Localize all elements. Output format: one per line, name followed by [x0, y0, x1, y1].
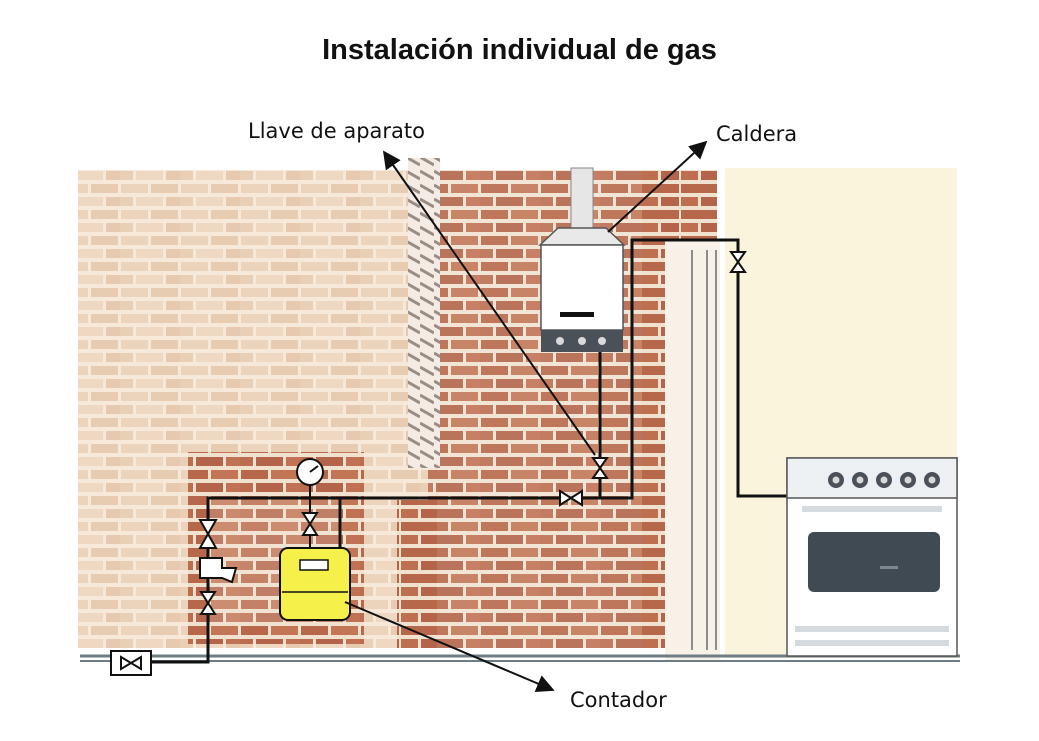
- valve-icon: [591, 457, 609, 479]
- brick-pillar: [397, 500, 437, 648]
- leader-line-contador: [344, 601, 555, 692]
- pressure-regulator-icon: [199, 557, 238, 584]
- gas-meter-icon: [279, 547, 351, 621]
- stove-icon: [786, 457, 958, 657]
- valve-icon: [301, 512, 319, 536]
- valve-icon: [120, 655, 142, 671]
- gas-pipe: [110, 238, 790, 664]
- diagram-title: Instalación individual de gas: [322, 34, 717, 66]
- label-llave-de-aparato: Llave de aparato: [248, 119, 426, 143]
- valve-icon: [559, 489, 583, 507]
- leader-line-llave: [382, 150, 596, 456]
- valve-icon: [729, 251, 747, 273]
- valve-icon: [198, 519, 218, 549]
- label-caldera: Caldera: [716, 122, 798, 146]
- ventilation-grille: [408, 158, 440, 468]
- leader-line-caldera: [607, 140, 708, 233]
- boiler-icon: [538, 167, 626, 400]
- label-contador: Contador: [570, 688, 667, 712]
- valve-icon: [199, 591, 217, 615]
